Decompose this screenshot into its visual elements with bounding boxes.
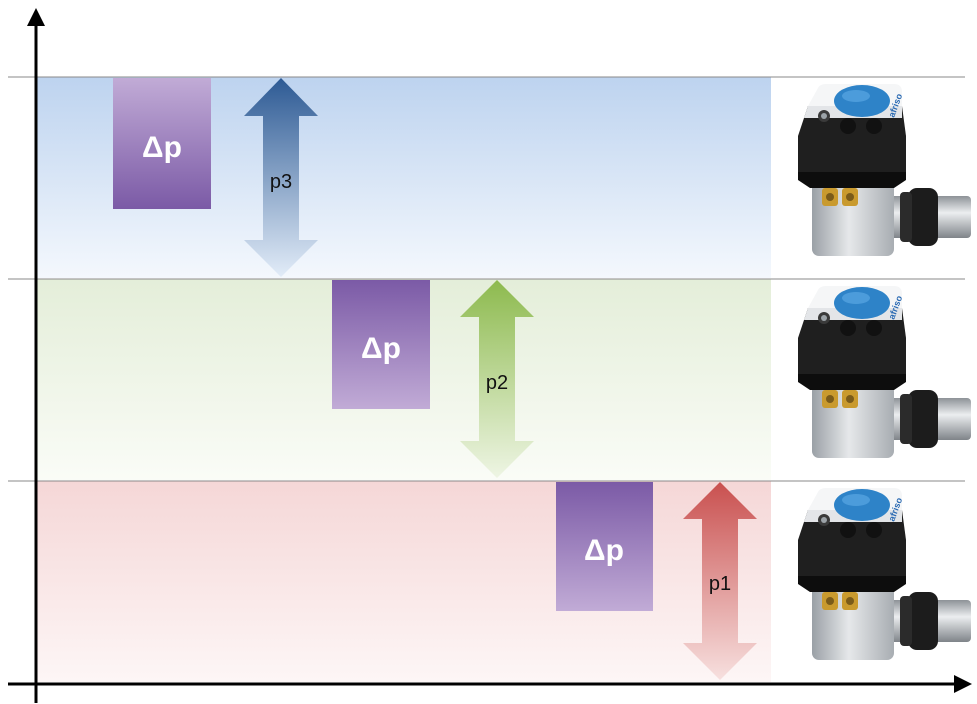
pressure-label: p2 xyxy=(486,372,508,394)
delta-p-label: Δp xyxy=(361,332,401,365)
pressure-label: p1 xyxy=(709,573,731,595)
delta-p-box-p1: Δp xyxy=(556,482,653,611)
pressure-sensor-device xyxy=(798,286,971,458)
pressure-label: p3 xyxy=(270,171,292,193)
delta-p-label: Δp xyxy=(584,534,624,567)
pressure-sensor-device xyxy=(798,84,971,256)
delta-p-box-p2: Δp xyxy=(332,280,430,409)
pressure-sensor-device xyxy=(798,488,971,660)
y-axis xyxy=(27,8,45,703)
pressure-arrow-p1: p1 xyxy=(683,482,757,680)
zone-dividers xyxy=(8,76,965,482)
delta-p-label: Δp xyxy=(142,131,182,164)
pressure-arrow-p2: p2 xyxy=(460,280,534,478)
x-axis xyxy=(8,675,972,693)
pressure-arrow-p3: p3 xyxy=(244,78,318,277)
zone-band-p1 xyxy=(36,481,771,682)
delta-p-box-p3: Δp xyxy=(113,78,211,209)
